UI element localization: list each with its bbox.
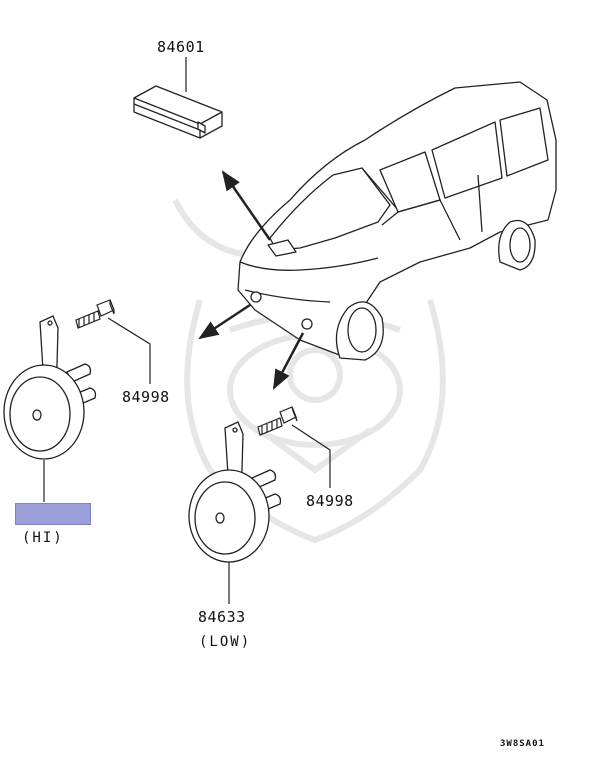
diagram-code: 3W8SA01 — [500, 739, 545, 749]
bolt-lower — [257, 406, 298, 436]
horn-low — [188, 421, 282, 563]
part-number-bolt-lower[interactable]: 84998 — [306, 492, 354, 510]
leader-bolt-upper — [107, 317, 151, 384]
leader-bolt-lower — [291, 424, 331, 488]
bolt-upper — [75, 299, 115, 329]
horn-hi-label: (HI) — [22, 530, 64, 546]
vehicle-outline — [237, 81, 557, 361]
part-number-84601[interactable]: 84601 — [157, 38, 205, 56]
part-number-horn-hi-highlight[interactable] — [15, 503, 91, 525]
part-number-bolt-upper[interactable]: 84998 — [122, 388, 170, 406]
horn-hi — [3, 315, 97, 460]
part-number-84633[interactable]: 84633 — [198, 608, 246, 626]
location-arrows — [198, 170, 305, 390]
control-unit — [133, 85, 223, 139]
horn-low-label: (LOW) — [199, 634, 252, 650]
